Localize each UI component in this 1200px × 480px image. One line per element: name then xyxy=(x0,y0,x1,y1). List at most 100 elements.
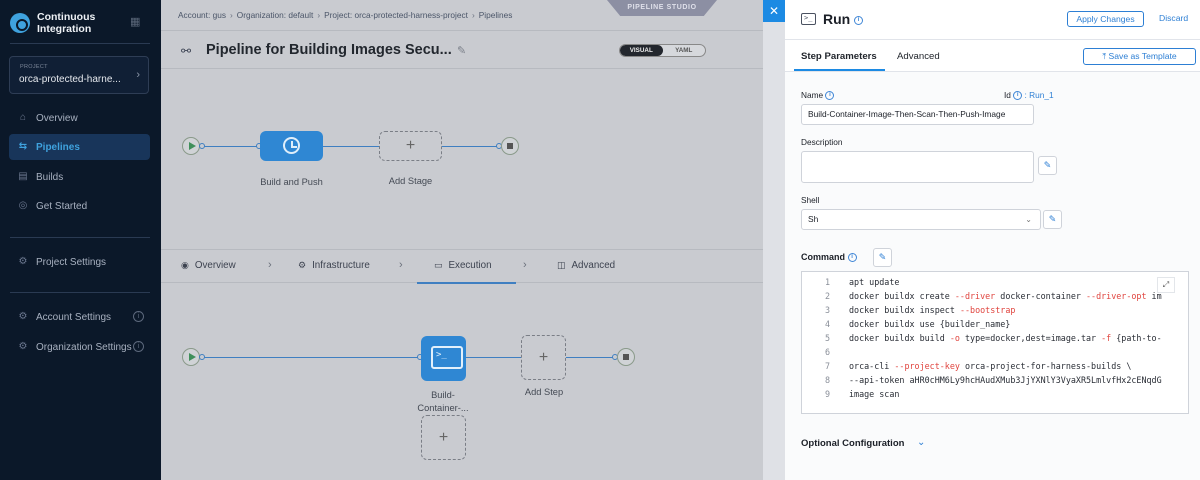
code-text: orca-cli --project-key orca-project-for-… xyxy=(849,361,1132,371)
sidebar-item-project-settings[interactable]: ⚙ Project Settings xyxy=(9,249,150,275)
close-icon: ✕ xyxy=(768,4,780,18)
apply-changes-button[interactable]: Apply Changes xyxy=(1067,11,1144,27)
sidebar-item-get-started[interactable]: ◎ Get Started xyxy=(9,193,150,219)
project-selector[interactable]: PROJECT orca-protected-harne... › xyxy=(9,56,149,94)
graph-divider xyxy=(161,68,763,69)
execution-tab-icon: ▭ xyxy=(434,260,443,270)
panel-title-text: Run xyxy=(823,11,851,27)
tab-overview[interactable]: ◉Overview xyxy=(181,260,236,271)
info-icon[interactable]: i xyxy=(825,91,835,101)
sidebar-divider xyxy=(10,292,150,293)
step-label-line: Build- xyxy=(431,390,455,400)
breadcrumb-account[interactable]: Account: gus xyxy=(178,10,226,20)
sidebar-item-pipelines[interactable]: ⇆ Pipelines xyxy=(9,134,150,160)
sidebar-item-label: Organization Settings xyxy=(36,341,132,353)
discard-button[interactable]: Discard xyxy=(1159,13,1189,23)
sidebar-item-label: Overview xyxy=(36,112,78,124)
chevron-right-icon: › xyxy=(268,259,272,271)
sidebar-item-organization-settings[interactable]: ⚙ Organization Settings i xyxy=(9,334,150,360)
chevron-right-icon: › xyxy=(399,259,403,271)
chevron-right-icon: › xyxy=(523,259,527,271)
info-icon[interactable]: i xyxy=(854,15,864,25)
shell-label: Shell xyxy=(801,195,820,205)
shell-select[interactable]: Sh ⌄ xyxy=(801,209,1041,230)
add-parallel-step-button[interactable]: + xyxy=(421,415,466,460)
pin-icon[interactable]: ✎ xyxy=(1038,156,1057,175)
tab-label: Advanced xyxy=(571,260,616,271)
description-field[interactable] xyxy=(801,151,1034,183)
sidebar-item-label: Get Started xyxy=(36,200,88,212)
info-icon[interactable]: i xyxy=(1013,91,1023,101)
code-text: --api-token aHR0cHM6Ly9hcHAudXMub3JjYXNl… xyxy=(849,375,1162,385)
settings-gear-icon: ⚙ xyxy=(18,256,28,267)
execution-end-node xyxy=(617,348,635,366)
brand-title: Continuous Integration xyxy=(37,11,96,35)
plus-icon: + xyxy=(405,137,416,154)
id-value[interactable]: : Run_1 xyxy=(1024,90,1054,100)
info-icon[interactable]: i xyxy=(847,253,857,263)
optional-configuration-toggle[interactable]: Optional Configuration xyxy=(801,438,905,449)
add-stage-button[interactable]: + xyxy=(379,131,442,161)
chevron-down-icon[interactable]: ⌄ xyxy=(917,437,926,448)
stage-tabs: ◉Overview › ⚙Infrastructure › ▭ Execution… xyxy=(161,249,763,284)
breadcrumb-org[interactable]: Organization: default xyxy=(236,10,314,20)
advanced-tab-icon: ◫ xyxy=(557,260,566,270)
info-icon[interactable]: i xyxy=(133,311,144,322)
sidebar-divider xyxy=(10,43,150,44)
step-run-node[interactable] xyxy=(421,336,466,381)
yaml-toggle-option[interactable]: YAML xyxy=(675,47,693,54)
pin-icon[interactable]: ✎ xyxy=(1043,210,1062,229)
brand[interactable]: Continuous Integration xyxy=(10,11,117,35)
visual-yaml-toggle[interactable]: VISUAL YAML xyxy=(619,44,706,57)
code-text: apt update xyxy=(849,277,900,287)
project-label: PROJECT xyxy=(20,64,48,70)
pin-icon[interactable]: ✎ xyxy=(873,248,892,267)
sidebar-item-account-settings[interactable]: ⚙ Account Settings i xyxy=(9,304,150,330)
expand-icon[interactable]: ⤢ xyxy=(1157,277,1175,293)
line-number: 1 xyxy=(824,277,830,287)
save-template-label: Save as Template xyxy=(1108,51,1177,61)
code-text: docker buildx create --driver docker-con… xyxy=(849,291,1162,301)
connector-dot xyxy=(199,354,205,360)
step-label: Build- Container-... xyxy=(403,389,483,415)
pipeline-start-node xyxy=(182,137,200,155)
breadcrumb-project[interactable]: Project: orca-protected-harness-project xyxy=(324,10,468,20)
tab-step-parameters[interactable]: Step Parameters xyxy=(801,51,877,62)
visual-toggle-option[interactable]: VISUAL xyxy=(620,45,663,56)
save-as-template-button[interactable]: ⤒ Save as Template xyxy=(1083,48,1196,65)
build-stage-icon xyxy=(283,137,300,154)
ci-logo-icon xyxy=(10,13,30,33)
stage-build-and-push[interactable] xyxy=(260,131,323,161)
code-line: 1 apt update xyxy=(802,275,1188,289)
active-tab-indicator xyxy=(794,69,885,71)
active-tab-indicator xyxy=(417,282,516,284)
tab-label: Infrastructure xyxy=(312,260,370,271)
sidebar-item-overview[interactable]: ⌂ Overview xyxy=(9,105,150,131)
project-name: orca-protected-harne... xyxy=(19,74,121,85)
sidebar: Continuous Integration ▦ PROJECT orca-pr… xyxy=(0,0,161,480)
add-step-button[interactable]: + xyxy=(521,335,566,380)
tab-advanced-panel[interactable]: Advanced xyxy=(897,51,940,62)
sidebar-item-label: Project Settings xyxy=(36,256,107,268)
name-field[interactable]: Build-Container-Image-Then-Scan-Then-Pus… xyxy=(801,104,1034,125)
tab-infrastructure[interactable]: ⚙Infrastructure xyxy=(298,260,370,271)
info-icon[interactable]: i xyxy=(133,341,144,352)
close-panel-button[interactable]: ✕ xyxy=(763,0,785,22)
line-number: 9 xyxy=(824,389,830,399)
tab-execution[interactable]: ▭ Execution xyxy=(434,260,492,271)
tab-advanced[interactable]: ◫ Advanced xyxy=(557,260,615,271)
plus-icon: + xyxy=(438,429,449,446)
line-number: 8 xyxy=(824,375,830,385)
breadcrumb-pipelines[interactable]: Pipelines xyxy=(478,10,513,20)
code-text: docker buildx use {builder_name} xyxy=(849,319,1011,329)
sidebar-item-builds[interactable]: ▤ Builds xyxy=(9,164,150,190)
module-grid-icon[interactable]: ▦ xyxy=(130,16,141,28)
pipelines-icon: ⇆ xyxy=(18,141,28,152)
edit-pencil-icon[interactable]: ✎ xyxy=(457,45,467,57)
command-label: Command i xyxy=(801,252,857,263)
tab-label: Execution xyxy=(448,260,492,271)
